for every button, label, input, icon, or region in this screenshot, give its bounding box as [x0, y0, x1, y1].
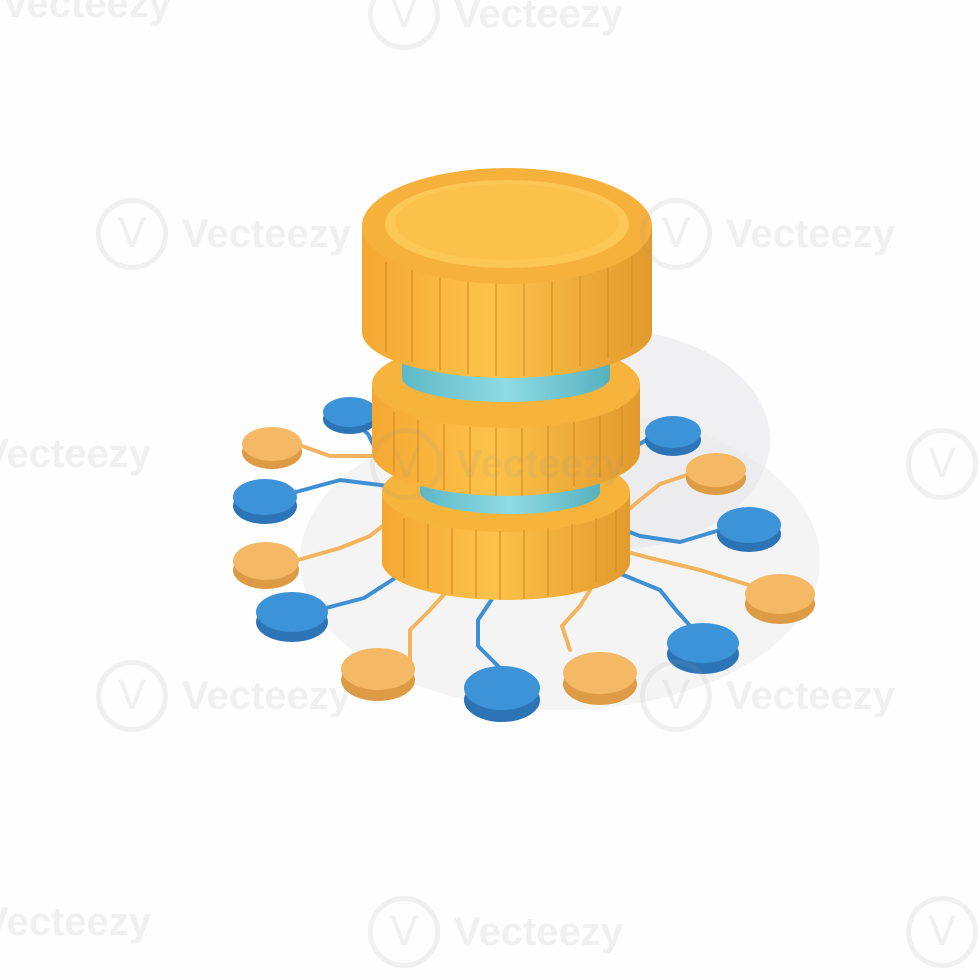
node-right-1 [667, 623, 739, 674]
node-bottom-2 [464, 666, 540, 722]
line-left-1 [300, 444, 384, 458]
node-bottom-3 [563, 652, 637, 705]
line-bottom-3 [560, 588, 592, 652]
line-right-2 [618, 548, 754, 588]
node-top-2 [645, 416, 701, 456]
node-right-4 [686, 453, 746, 495]
network-nodes [233, 397, 815, 722]
line-right-4 [626, 472, 692, 512]
line-right-1 [614, 570, 694, 630]
node-right-2 [745, 574, 815, 624]
line-left-2 [294, 478, 390, 494]
node-left-2 [233, 479, 297, 524]
line-left-3 [296, 518, 392, 562]
db-disk-top [362, 168, 652, 378]
node-right-3 [717, 507, 781, 552]
node-left-1 [242, 427, 302, 469]
database-server-icon [362, 168, 652, 600]
line-bottom-1 [408, 586, 452, 662]
node-left-3 [233, 542, 299, 589]
node-bottom-1 [341, 648, 415, 701]
node-left-4 [256, 592, 328, 642]
circuit-lines [294, 418, 754, 670]
line-right-3 [622, 528, 722, 544]
node-top-1 [323, 397, 377, 434]
line-bottom-2 [476, 594, 502, 670]
